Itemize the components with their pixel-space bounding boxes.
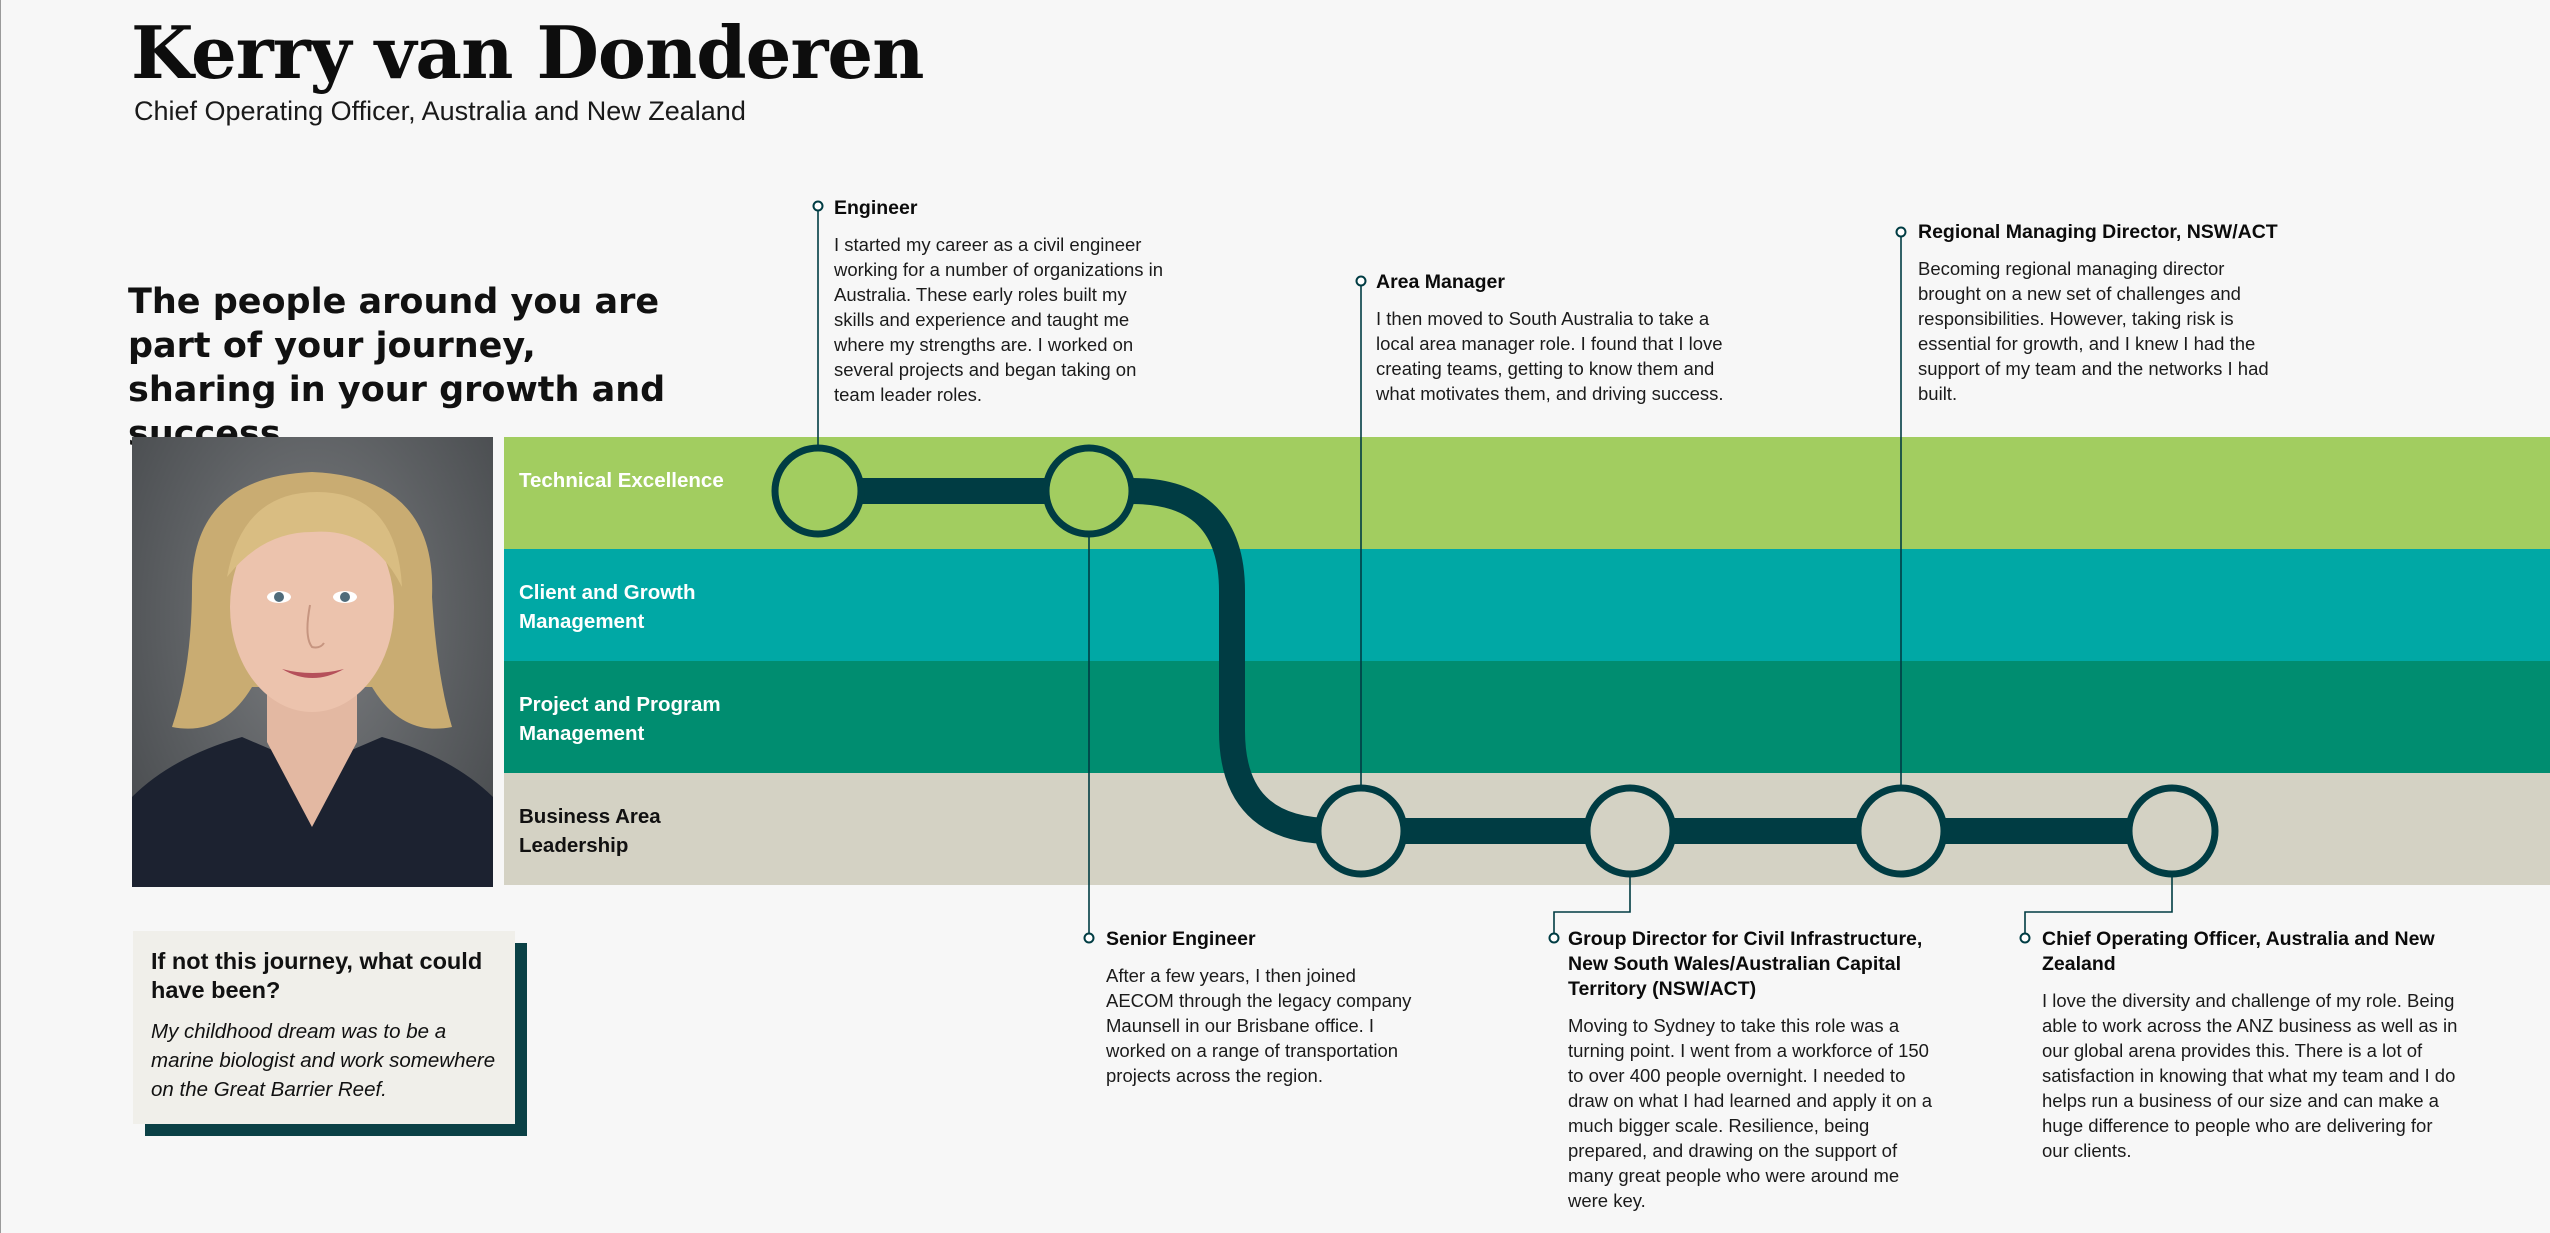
milestone-text: I started my career as a civil engineer … bbox=[834, 234, 1164, 405]
person-role: Chief Operating Officer, Australia and N… bbox=[134, 96, 746, 126]
connector-dot bbox=[1355, 275, 1367, 287]
milestone-text: Moving to Sydney to take this role was a… bbox=[1568, 1015, 1933, 1211]
person-name: Kerry van Donderen bbox=[131, 10, 925, 95]
milestone-marker bbox=[771, 444, 865, 538]
milestone-marker bbox=[1314, 784, 1408, 878]
milestone-text: Becoming regional managing director brou… bbox=[1918, 258, 2269, 404]
callout-text: My childhood dream was to be a marine bi… bbox=[151, 1020, 496, 1101]
milestone-title: Group Director for Civil Infrastructure,… bbox=[1568, 928, 1923, 1000]
connector-dot bbox=[812, 200, 824, 212]
callout-box: If not this journey, what could have bee… bbox=[133, 931, 515, 1124]
milestone-title: Regional Managing Director, NSW/ACT bbox=[1918, 221, 2278, 243]
milestone-text: After a few years, I then joined AECOM t… bbox=[1106, 965, 1412, 1086]
milestone-regional-managing-director: Regional Managing Director, NSW/ACT Beco… bbox=[1918, 220, 2278, 406]
milestone-title: Chief Operating Officer, Australia and N… bbox=[2042, 928, 2435, 975]
milestone-marker bbox=[1583, 784, 1677, 878]
milestone-marker bbox=[1854, 784, 1948, 878]
milestone-text: I then moved to South Australia to take … bbox=[1376, 308, 1724, 404]
band-label: Technical Excellence bbox=[519, 469, 724, 492]
connector-line bbox=[1553, 876, 1631, 938]
band-label: Client and Growth Management bbox=[519, 581, 696, 633]
milestone-title: Area Manager bbox=[1376, 271, 1505, 293]
band-label: Business Area Leadership bbox=[519, 805, 661, 857]
milestone-marker bbox=[2125, 784, 2219, 878]
connector-dot bbox=[2019, 932, 2031, 944]
milestone-title: Engineer bbox=[834, 197, 918, 219]
connector-dot bbox=[1895, 226, 1907, 238]
milestone-coo: Chief Operating Officer, Australia and N… bbox=[2042, 927, 2462, 1163]
callout-title: If not this journey, what could have bee… bbox=[151, 948, 483, 1003]
milestone-senior-engineer: Senior Engineer After a few years, I the… bbox=[1106, 927, 1426, 1088]
milestone-title: Senior Engineer bbox=[1106, 928, 1256, 950]
band-client-growth: Client and Growth Management bbox=[504, 549, 2550, 661]
milestone-engineer: Engineer I started my career as a civil … bbox=[834, 196, 1164, 407]
portrait-photo bbox=[132, 437, 493, 887]
connector-line bbox=[2024, 876, 2173, 938]
track-path bbox=[818, 478, 2172, 844]
milestone-marker bbox=[1042, 444, 1136, 538]
milestone-text: I love the diversity and challenge of my… bbox=[2042, 990, 2458, 1161]
connector-dot bbox=[1548, 932, 1560, 944]
page-edge bbox=[0, 0, 1, 1233]
tagline: The people around you are part of your j… bbox=[128, 282, 666, 454]
band-project-program: Project and Program Management bbox=[504, 661, 2550, 773]
milestone-group-director: Group Director for Civil Infrastructure,… bbox=[1568, 927, 1938, 1213]
band-label: Project and Program Management bbox=[519, 693, 721, 745]
connector-dot bbox=[1083, 932, 1095, 944]
milestone-area-manager: Area Manager I then moved to South Austr… bbox=[1376, 270, 1746, 406]
